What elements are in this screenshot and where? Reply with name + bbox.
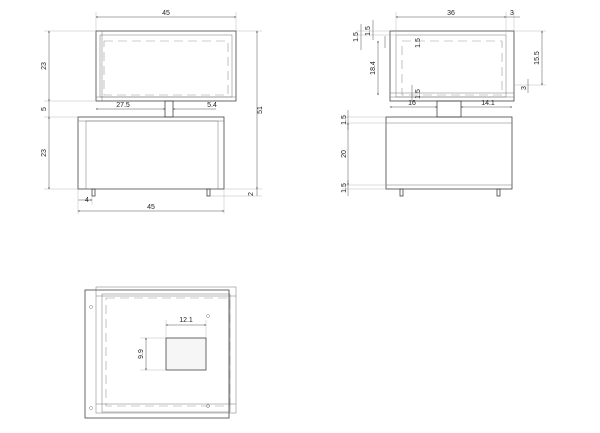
top-upper-box-outline	[95, 286, 237, 414]
dim-top-cutout-height: 9.9	[138, 349, 145, 359]
top-screw-hole-4	[206, 404, 210, 408]
dim-front-foot-height: 2	[248, 192, 255, 196]
dim-front-left-offset: 27.5	[116, 102, 130, 109]
dim-side-right-height: 15.5	[534, 51, 541, 65]
side-upper-box	[389, 30, 515, 102]
side-foot-right	[496, 188, 501, 197]
dim-side-top-margin-b: 1.5	[365, 26, 372, 36]
front-upper-box	[95, 30, 237, 102]
front-connecting-post	[164, 100, 174, 118]
top-cutout	[165, 337, 207, 371]
dim-side-lower-height: 20	[341, 150, 348, 158]
front-foot-left	[91, 188, 96, 197]
dim-side-right-offset: 3	[510, 10, 514, 17]
dim-side-top-width: 36	[447, 10, 455, 17]
front-upper-hidden-line	[103, 40, 229, 96]
dim-side-inner-height: 18.4	[370, 61, 377, 75]
side-connecting-post	[436, 100, 462, 118]
dim-side-top-margin-c: 1.5	[415, 38, 422, 48]
dim-side-right-width: 14.1	[481, 100, 495, 107]
dim-side-top-margin-a: 1.5	[353, 32, 360, 42]
dim-front-total-height: 51	[257, 106, 264, 114]
side-upper-inner	[395, 34, 507, 98]
dim-front-post-width: 5.4	[207, 102, 217, 109]
dim-front-top-height: 23	[41, 62, 48, 70]
top-inner-wall	[101, 293, 231, 413]
side-view: 36 3 1.5 1.5 1.5 18.4 1.5 15.5 3 16 14.1	[341, 10, 546, 197]
top-screw-hole-1	[89, 305, 93, 309]
front-upper-inner	[99, 34, 233, 98]
side-foot-left	[399, 188, 404, 197]
dim-front-foot-offset: 4	[85, 197, 89, 204]
front-view: 45 23 5 23 51 27.5 5.4 2 4 45	[41, 10, 264, 214]
side-upper-hidden-line	[401, 40, 503, 96]
side-lower-box	[385, 116, 513, 190]
dim-front-top-width: 45	[162, 10, 170, 17]
dim-side-lower-top: 1.5	[341, 115, 348, 125]
dim-side-left-width: 16	[408, 100, 416, 107]
front-lower-box	[77, 116, 225, 190]
dim-side-bottom-margin: 1.5	[415, 89, 422, 99]
dim-front-bottom-height: 23	[41, 149, 48, 157]
top-outer-box	[84, 289, 230, 419]
dim-front-bottom-width: 45	[147, 204, 155, 211]
top-view: 12.1 9.9	[84, 286, 237, 419]
top-screw-hole-2	[89, 406, 93, 410]
dim-side-lower-bottom: 1.5	[341, 183, 348, 193]
front-foot-right	[206, 188, 211, 197]
top-hidden-line	[105, 297, 231, 407]
front-lower-inner	[85, 120, 219, 190]
top-screw-hole-3	[206, 314, 210, 318]
dim-top-cutout-width: 12.1	[179, 317, 193, 324]
dim-side-right-small: 3	[521, 86, 528, 90]
dim-front-gap: 5	[41, 107, 48, 111]
